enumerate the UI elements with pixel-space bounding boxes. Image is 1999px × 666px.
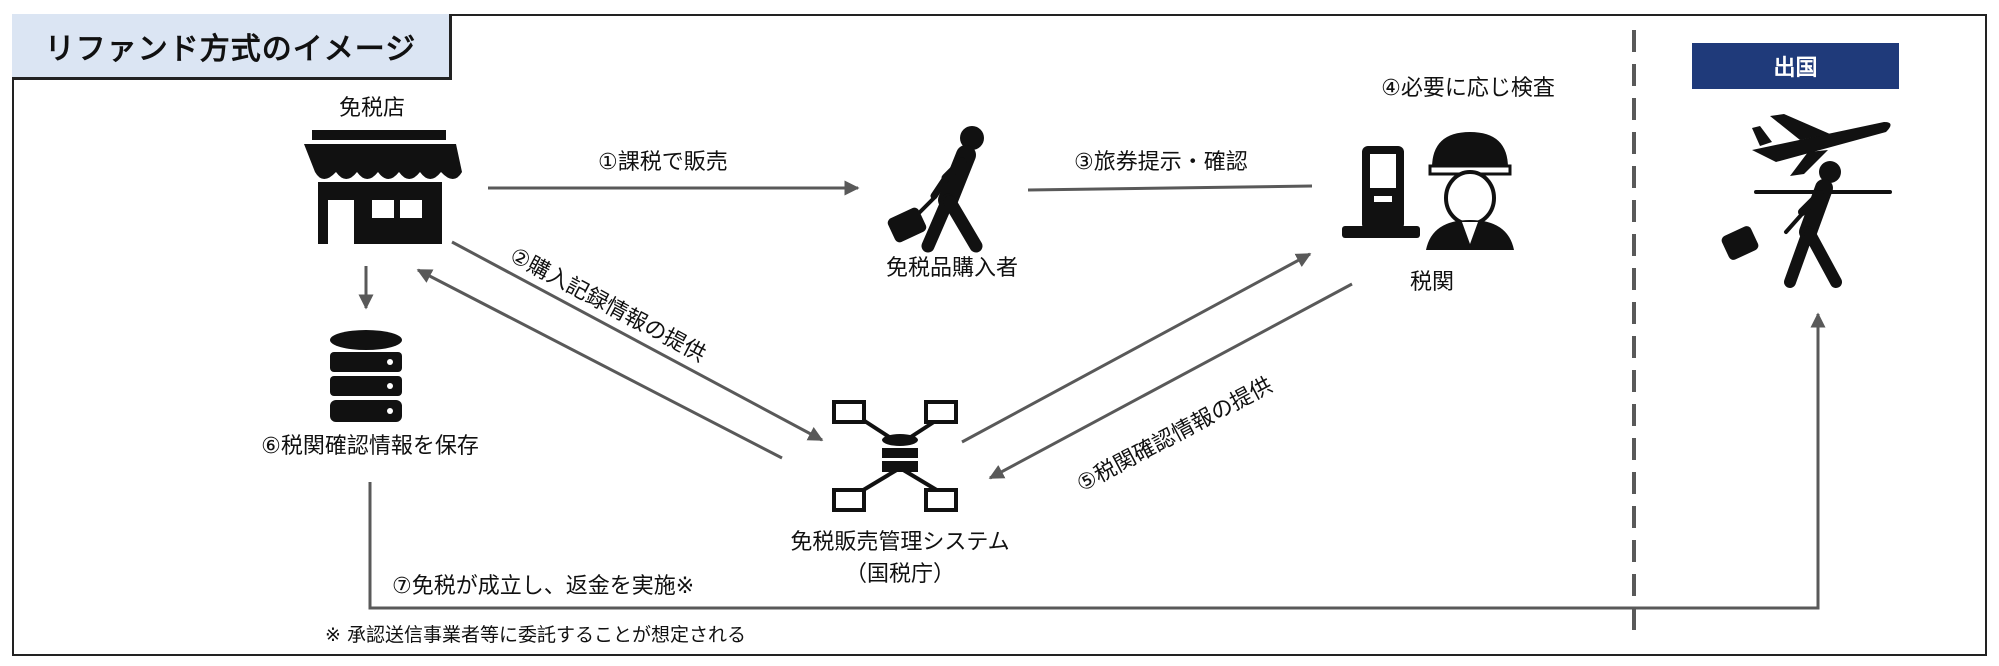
airplane-icon	[1752, 114, 1891, 176]
label-step7: ⑦免税が成立し、返金を実施※	[392, 574, 695, 599]
label-storage: ⑥税関確認情報を保存	[261, 434, 479, 459]
traveler-icon	[887, 126, 984, 253]
network-icon	[832, 400, 958, 512]
arrow-step2-to-system	[451, 240, 824, 442]
label-step3: ③旅券提示・確認	[1074, 150, 1248, 175]
departure-banner: 出国	[1692, 43, 1899, 89]
arrow-step7-refund	[368, 312, 1826, 610]
departing-traveler-icon	[1721, 161, 1892, 288]
label-step1: ①課税で販売	[598, 150, 728, 175]
kiosk-icon	[1342, 146, 1420, 238]
database-icon	[330, 330, 402, 422]
title-box: リファンド方式のイメージ	[12, 14, 452, 80]
arrow-step5-to-system	[988, 282, 1353, 480]
diagram-title: リファンド方式のイメージ	[44, 31, 417, 67]
diagram-frame	[12, 14, 1987, 656]
label-shop: 免税店	[338, 96, 406, 121]
label-customs: 税関	[1409, 270, 1455, 295]
shop-icon	[304, 130, 462, 244]
departure-label: 出国	[1773, 56, 1818, 81]
label-system: 免税販売管理システム	[790, 530, 1010, 555]
label-inspection: ④必要に応じ検査	[1381, 76, 1555, 101]
customs-officer-icon	[1426, 132, 1514, 250]
arrow-system-to-customs	[961, 252, 1312, 444]
arrow-system-to-shop	[416, 268, 783, 460]
footnote: ※ 承認送信事業者等に委託することが想定される	[325, 624, 746, 646]
arrow-step3	[1027, 184, 1313, 192]
label-system-agency: （国税庁）	[844, 562, 956, 587]
label-buyer: 免税品購入者	[885, 256, 1019, 281]
